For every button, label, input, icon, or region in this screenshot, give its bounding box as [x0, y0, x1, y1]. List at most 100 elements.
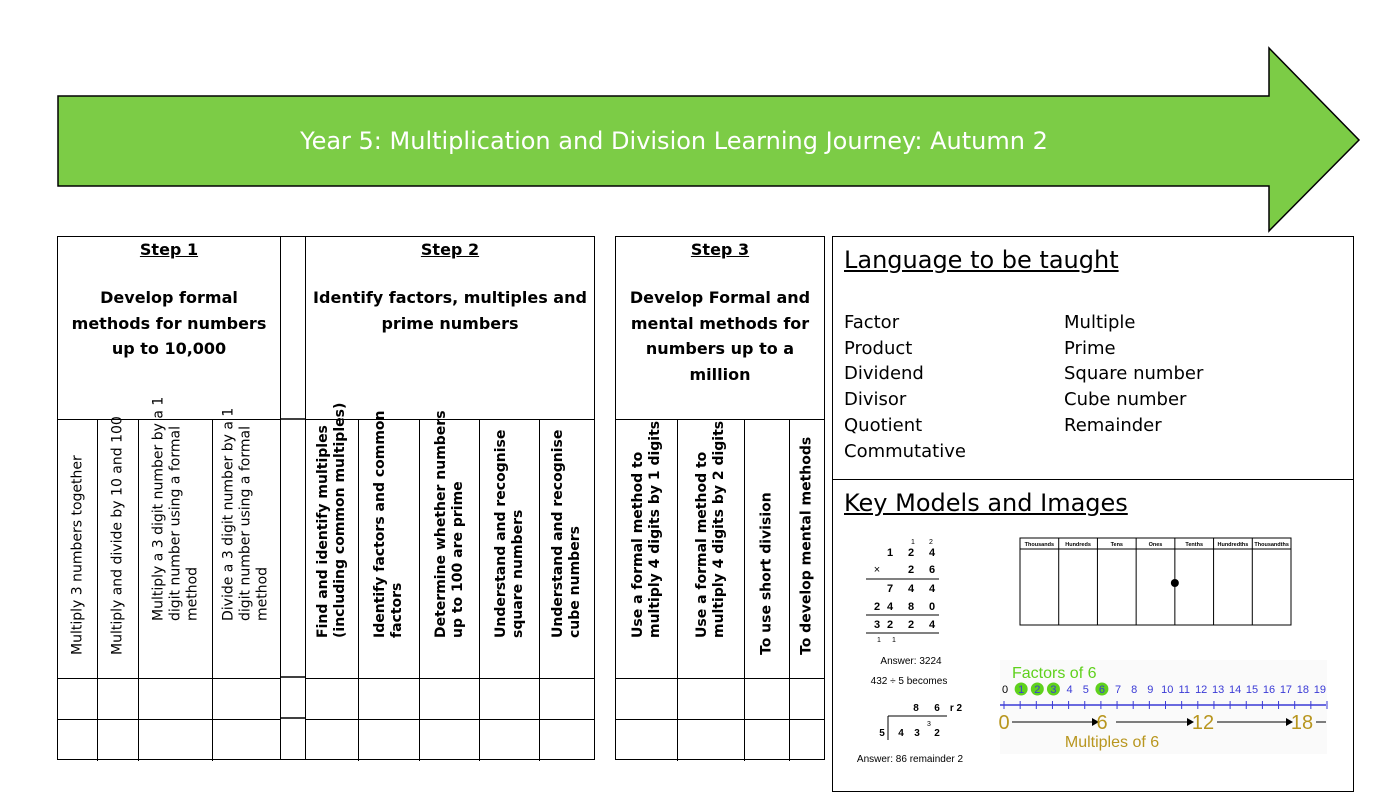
step-1-header: Step 1 Develop formal methods for number… [58, 237, 280, 420]
number-line-label: 5 [1083, 684, 1089, 696]
digit: 2 [887, 619, 893, 631]
step-3-row [616, 679, 824, 720]
number-line-label: 2 [1034, 684, 1040, 696]
table-cell[interactable] [306, 720, 359, 761]
number-line-label: 19 [1314, 684, 1326, 696]
long-multiplication: 1 2 1 2 4 × 2 6 7 4 4 2 4 8 0 3 2 2 4 1 … [866, 539, 942, 667]
table-cell[interactable] [480, 720, 540, 761]
jump-arrow-head [1286, 718, 1293, 726]
table-cell[interactable] [139, 720, 213, 761]
table-cell[interactable] [678, 679, 745, 719]
step-1-col: Multiply a 3 digit number by a 1 digit n… [139, 397, 213, 678]
language-word: Commutative [844, 440, 966, 462]
step-2-row [306, 720, 594, 761]
digit: 2 [874, 601, 880, 613]
number-line-label: 4 [1067, 684, 1073, 696]
carry-digit: 1 [877, 637, 881, 644]
step-2-columns: Find and identify multiples (including c… [306, 403, 594, 679]
step-1-label: Step 1 [139, 240, 199, 259]
step-3-box: Step 3 Develop Formal and mental methods… [615, 236, 825, 761]
digit: 2 [908, 547, 914, 559]
factor-circle [1030, 682, 1044, 696]
digit: 4 [887, 601, 894, 613]
digit: 4 [929, 619, 936, 631]
digit: 0 [929, 601, 935, 613]
language-word: Cube number [1064, 389, 1187, 411]
digit: 4 [908, 583, 915, 595]
place-value-header: Hundreds [1065, 542, 1091, 548]
step-3-description: Develop Formal and mental methods for nu… [629, 288, 811, 384]
table-cell[interactable] [745, 720, 790, 761]
table-cell[interactable] [58, 679, 98, 719]
language-word: Remainder [1064, 414, 1162, 436]
digit: 4 [929, 583, 936, 595]
step-3-row [616, 720, 824, 761]
table-cell[interactable] [420, 720, 480, 761]
table-cell[interactable] [480, 679, 540, 719]
place-value-header: Ones [1149, 542, 1163, 548]
spacer-column [280, 236, 306, 760]
number-line-label: 11 [1179, 684, 1190, 696]
factors-label: Factors of 6 [1012, 665, 1097, 682]
language-word: Multiple [1064, 312, 1136, 333]
step-1-box: Step 1 Develop formal methods for number… [57, 236, 281, 761]
table-cell[interactable] [306, 679, 359, 719]
table-cell[interactable] [420, 679, 480, 719]
table-cell[interactable] [359, 720, 420, 761]
digit: 2 [908, 619, 914, 631]
step-1-col: Multiply 3 numbers together [58, 420, 98, 678]
step-2-col: Find and identify multiples (including c… [306, 403, 359, 678]
times-sign: × [874, 564, 880, 576]
dividend-digit: 3 [914, 728, 920, 739]
place-value-header: Thousands [1025, 542, 1054, 548]
factor-circle [1046, 682, 1060, 696]
panel-divider [833, 479, 1353, 480]
jump-arrow-head [1187, 718, 1194, 726]
language-word: Prime [1064, 337, 1116, 359]
carry-digit: 1 [911, 539, 915, 546]
digit: 6 [929, 564, 935, 576]
digit: 7 [887, 583, 893, 595]
number-line-label: 18 [1297, 684, 1309, 696]
table-cell[interactable] [678, 720, 745, 761]
decimal-point-dot [1170, 579, 1179, 587]
step-3-col: To use short division [745, 420, 790, 678]
short-division: 432 ÷ 5 becomes 8 6 r 2 5 4 3 2 3 Answer… [857, 676, 964, 765]
table-cell[interactable] [98, 679, 139, 719]
banner-title: Year 5: Multiplication and Division Lear… [300, 127, 1048, 155]
table-cell[interactable] [359, 679, 420, 719]
number-line-label: 0 [1002, 684, 1008, 696]
language-word: Dividend [844, 363, 924, 385]
table-cell[interactable] [139, 679, 213, 719]
step-3-header: Step 3 Develop Formal and mental methods… [616, 237, 824, 420]
dividend-digit: 4 [898, 728, 904, 739]
number-line-label: 7 [1115, 684, 1121, 696]
multiple-label: 12 [1192, 712, 1214, 734]
table-cell[interactable] [745, 679, 790, 719]
language-word-list-left: Factor Product Dividend Divisor Quotient… [844, 310, 966, 464]
number-line-label: 1 [1018, 684, 1024, 696]
step-2-row [306, 679, 594, 720]
step-3-col: Use a formal method to multiply 4 digits… [678, 420, 745, 678]
answer-text: Answer: 86 remainder 2 [857, 754, 964, 765]
number-line-label: 14 [1229, 684, 1241, 696]
language-panel: Language to be taught Factor Product Div… [832, 236, 1354, 792]
number-line-label: 16 [1263, 684, 1275, 696]
carry-digit: 2 [929, 539, 933, 546]
jump-arrow-head [1092, 718, 1099, 726]
step-3-label: Step 3 [690, 240, 750, 259]
factor-circle [1095, 682, 1109, 696]
remainder: r 2 [950, 703, 963, 714]
multiples-label: Multiples of 6 [1065, 734, 1159, 751]
table-cell[interactable] [616, 679, 678, 719]
language-word: Square number [1064, 363, 1204, 385]
table-cell[interactable] [98, 720, 139, 761]
table-cell[interactable] [58, 720, 98, 761]
multiple-label: 6 [1096, 712, 1107, 734]
quotient-digit: 8 [913, 703, 919, 714]
digit: 4 [929, 547, 936, 559]
table-cell[interactable] [616, 720, 678, 761]
number-line-label: 8 [1131, 684, 1137, 696]
